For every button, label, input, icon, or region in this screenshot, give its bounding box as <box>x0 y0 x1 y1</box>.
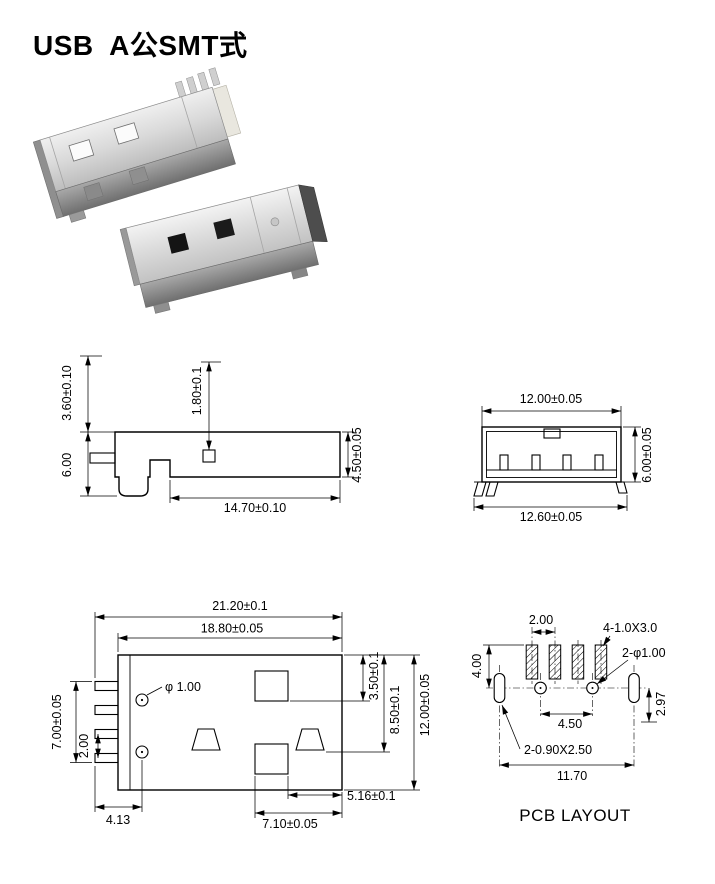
front-outline <box>473 426 628 497</box>
top-outline <box>94 654 343 791</box>
dim-label: 7.00±0.05 <box>50 694 64 750</box>
dim-label: 3.50±0.1 <box>367 652 381 701</box>
front-view-drawing: 12.00±0.05 6.00±0.05 12.60±0.05 <box>473 392 654 524</box>
dim-label: 2-0.90X2.50 <box>524 743 592 757</box>
dim-label: 8.50±0.1 <box>388 686 402 735</box>
product-photo <box>32 67 328 314</box>
dim-label: φ 1.00 <box>165 680 201 694</box>
dim-label: 1.80±0.1 <box>190 367 204 416</box>
shell-hole <box>213 218 235 240</box>
pcb-features <box>493 644 640 704</box>
top-view-drawing: 21.20±0.1 18.80±0.05 7.00±0.05 2.00 φ 1.… <box>50 599 432 831</box>
dim-label: 4.00 <box>470 654 484 678</box>
pcb-layout-drawing: 2.00 4-1.0X3.0 2-φ1.00 4.00 2.97 4.50 2-… <box>470 613 668 825</box>
connector-photo-front <box>119 184 328 314</box>
dim-label: 21.20±0.1 <box>212 599 268 613</box>
dim-label: 4.50 <box>558 717 582 731</box>
dim-label: 12.00±0.05 <box>520 392 583 406</box>
pcb-layout-caption: PCB LAYOUT <box>519 806 630 825</box>
dim-label: 18.80±0.05 <box>201 622 264 636</box>
dim-label: 4.50±0.05 <box>350 427 364 483</box>
solder-pad <box>548 644 562 680</box>
page-title: USB A公SMT式 <box>33 30 248 61</box>
dim-label: 11.70 <box>557 769 587 783</box>
side-view-drawing: 3.60±0.10 1.80±0.1 6.00 4.50±0.05 14.70±… <box>60 355 364 515</box>
side-dimensions: 3.60±0.10 1.80±0.1 6.00 4.50±0.05 14.70±… <box>60 355 364 515</box>
dim-label: 2.00 <box>77 734 91 758</box>
dim-label: 6.00±0.05 <box>640 427 654 483</box>
dim-label: 12.00±0.05 <box>418 674 432 737</box>
connector-photo-rear <box>32 67 242 223</box>
mount-foot <box>153 301 171 314</box>
dim-label: 2-φ1.00 <box>622 646 666 660</box>
mount-foot <box>291 267 309 280</box>
shell-window <box>113 122 140 145</box>
shell-window <box>68 139 95 162</box>
mount-slot <box>628 672 640 704</box>
dim-label: 2.00 <box>529 613 553 627</box>
dim-label: 3.60±0.10 <box>60 365 74 421</box>
pcb-dimensions: 2.00 4-1.0X3.0 2-φ1.00 4.00 2.97 4.50 2-… <box>470 613 668 783</box>
dim-label: 4.13 <box>106 813 130 827</box>
smt-pin <box>197 71 210 91</box>
dim-label: 5.16±0.1 <box>347 789 396 803</box>
solder-pad <box>525 644 539 680</box>
solder-pad <box>571 644 585 680</box>
solder-pad <box>594 644 608 680</box>
smt-pin <box>208 67 221 87</box>
top-dimensions: 21.20±0.1 18.80±0.05 7.00±0.05 2.00 φ 1.… <box>50 599 432 831</box>
dim-label: 7.10±0.05 <box>262 817 318 831</box>
mount-foot <box>68 209 87 223</box>
dim-label: 14.70±0.10 <box>224 501 287 515</box>
shell-side-face <box>139 240 319 308</box>
side-profile <box>89 431 341 497</box>
detent-dimple <box>270 217 280 227</box>
shell-hole <box>167 232 190 254</box>
mount-slot <box>493 672 506 704</box>
connector-mouth <box>298 184 328 243</box>
dim-label: 12.60±0.05 <box>520 510 583 524</box>
dim-label: 6.00 <box>60 453 74 477</box>
dim-label: 4-1.0X3.0 <box>603 621 657 635</box>
front-dimensions: 12.00±0.05 6.00±0.05 12.60±0.05 <box>473 392 654 524</box>
dim-label: 2.97 <box>654 692 668 716</box>
